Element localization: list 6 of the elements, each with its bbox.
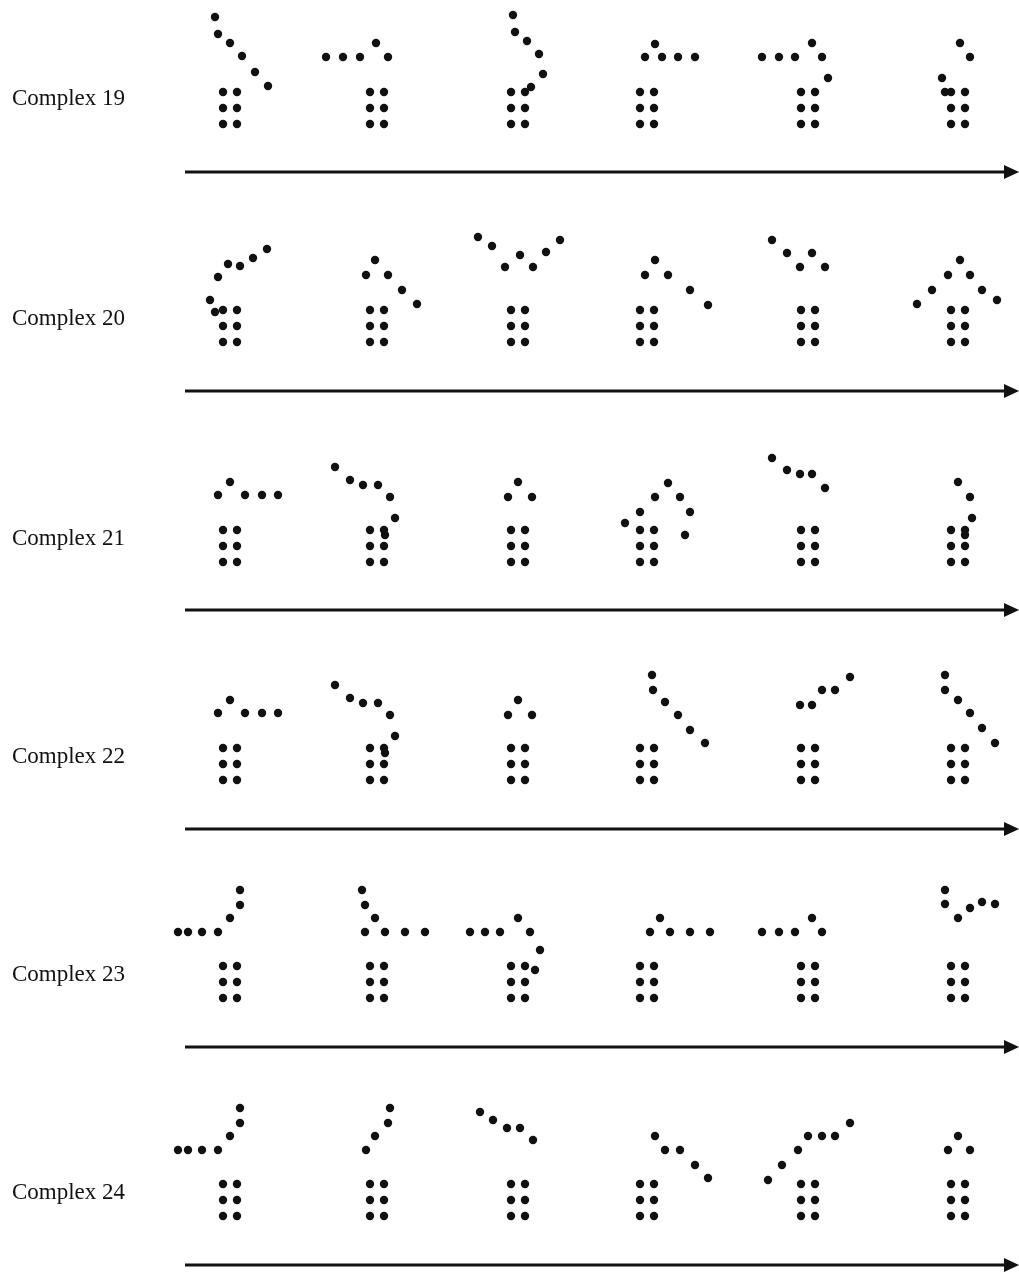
row-label: Complex 23	[12, 962, 126, 985]
row-label: Complex 20	[12, 306, 126, 329]
row-label: Complex 22	[12, 744, 126, 767]
row-label: Complex 19	[12, 86, 126, 109]
row-label: Complex 21	[12, 526, 126, 549]
row-label: Complex 24	[12, 1180, 126, 1203]
